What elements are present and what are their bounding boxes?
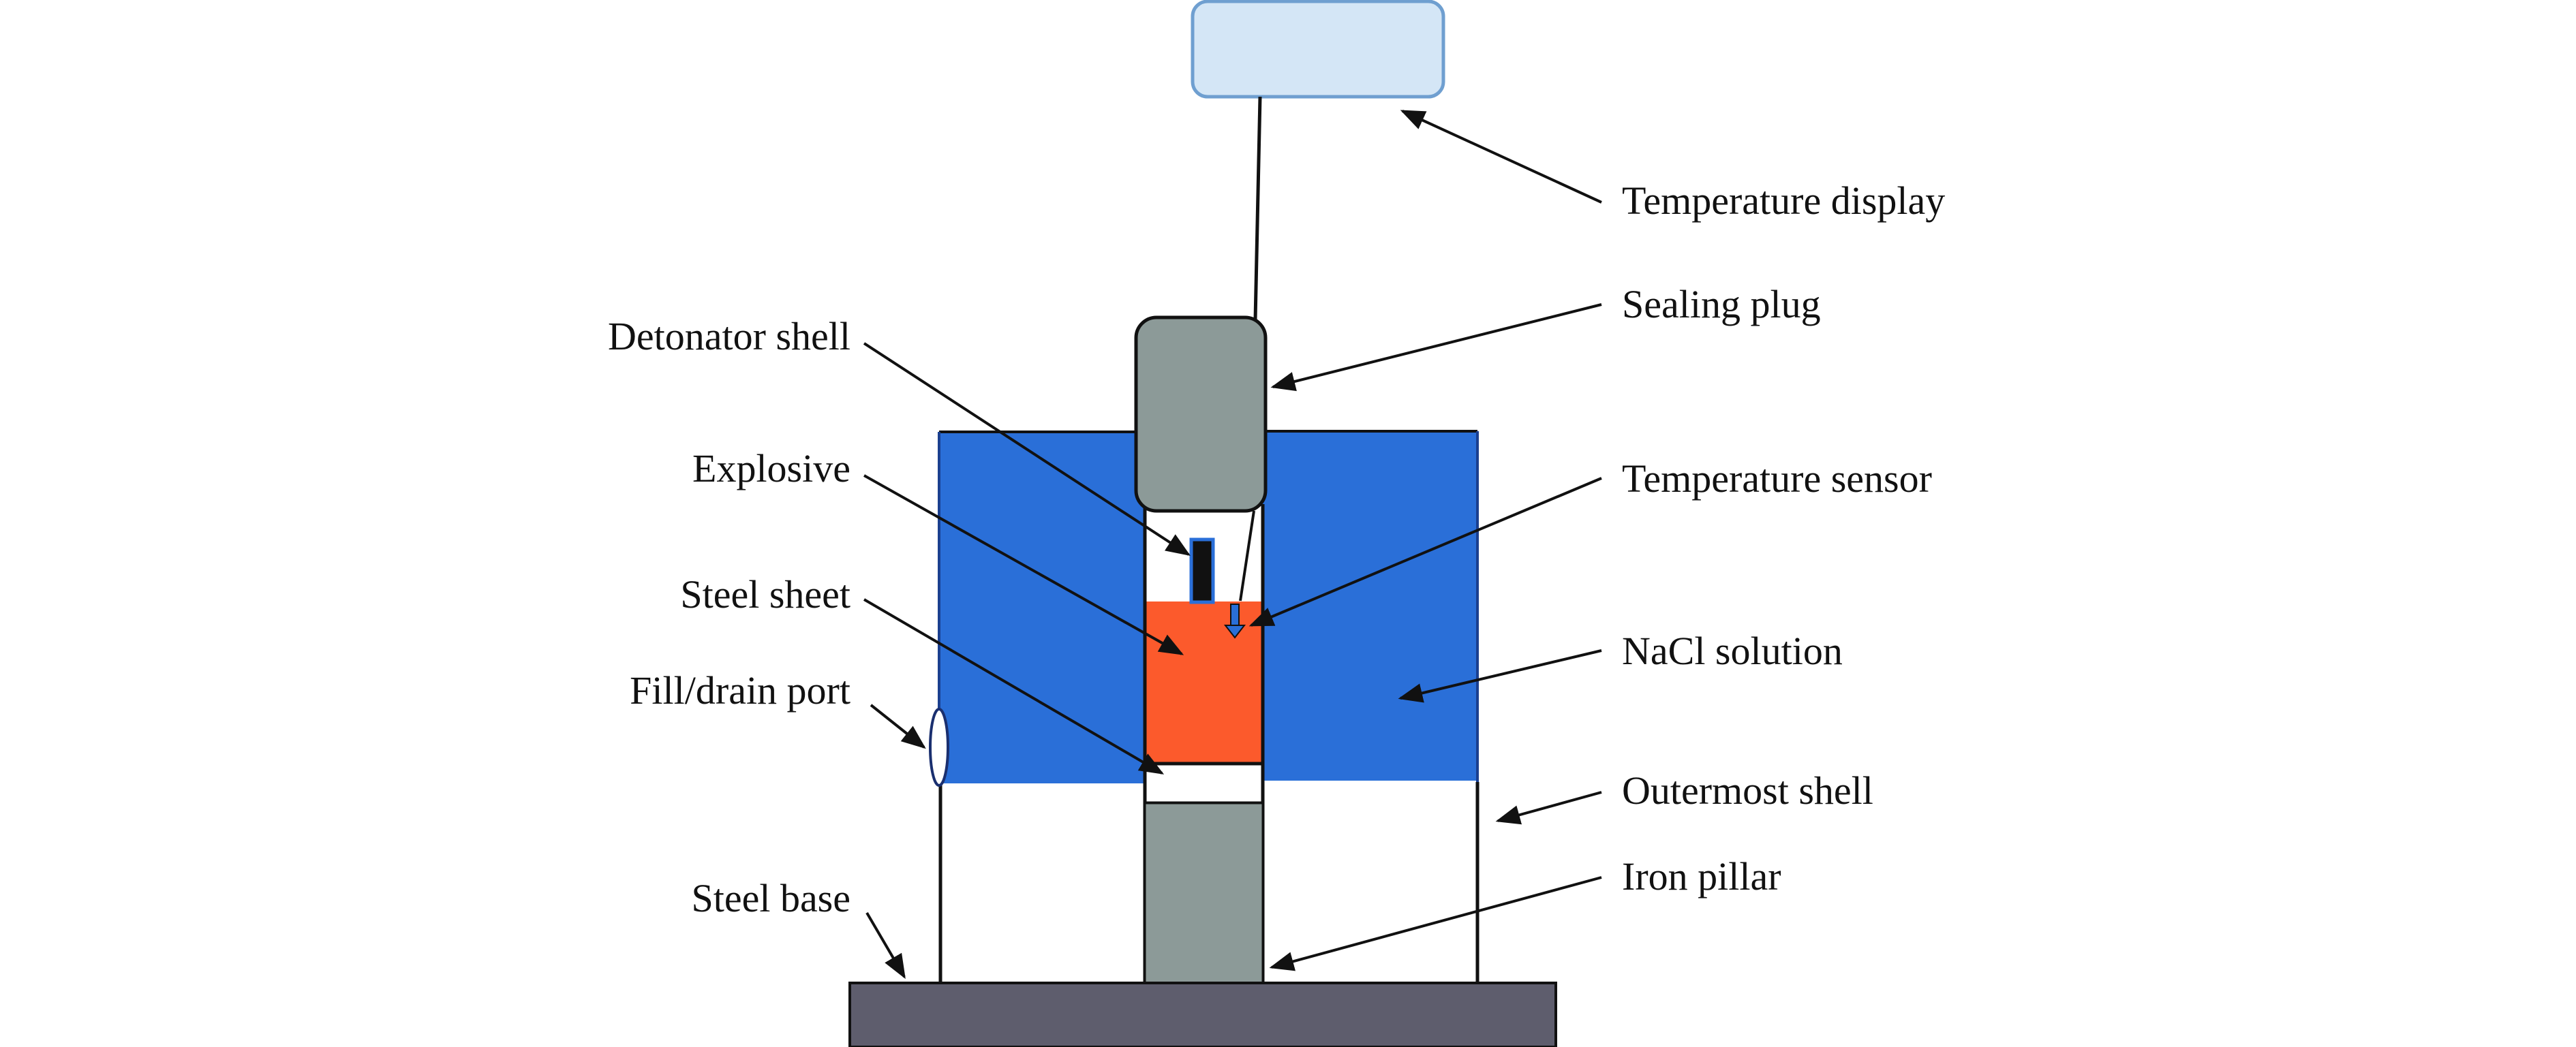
- temperature-sensor: [1230, 604, 1240, 628]
- steel-base: [848, 982, 1557, 1047]
- temperature-sensor-tip: [1223, 625, 1246, 639]
- iron-pillar: [1144, 802, 1264, 986]
- label-temperature-sensor: Temperature sensor: [1622, 456, 1932, 501]
- outermost-shell-arrow: [1495, 791, 1602, 825]
- nacl-solution-left: [939, 433, 1144, 783]
- nacl-solution-top-left: [939, 431, 1144, 437]
- nacl-solution-arrow: [1398, 649, 1602, 703]
- label-explosive: Explosive: [692, 446, 850, 490]
- label-fill-drain-port: Fill/drain port: [630, 668, 850, 713]
- label-steel-base: Steel base: [691, 876, 850, 920]
- label-steel-sheet: Steel sheet: [680, 572, 850, 616]
- explosive: [1145, 601, 1263, 765]
- sealing-plug-arrow: [1270, 303, 1602, 392]
- sealing-plug: [1134, 315, 1268, 513]
- label-iron-pillar: Iron pillar: [1622, 854, 1781, 898]
- temperature-display: [1191, 0, 1445, 99]
- detonator-shell-arrow: [863, 342, 1191, 556]
- detonator-shell: [1189, 537, 1215, 604]
- label-nacl-solution: NaCl solution: [1622, 629, 1843, 673]
- label-detonator-shell: Detonator shell: [608, 314, 850, 358]
- fill-drain-port-arrow: [870, 704, 926, 749]
- steel-sheet-arrow: [863, 598, 1165, 775]
- explosive-arrow: [863, 474, 1184, 655]
- fill-drain-port: [929, 708, 949, 787]
- steel-sheet: [1143, 762, 1265, 805]
- label-temperature-display: Temperature display: [1622, 178, 1945, 223]
- steel-base-arrow: [865, 911, 906, 980]
- sensor-wire: [1239, 510, 1255, 601]
- label-sealing-plug: Sealing plug: [1622, 282, 1821, 326]
- sensor-cable: [1253, 96, 1262, 321]
- iron-pillar-arrow: [1269, 876, 1602, 971]
- temperature-sensor-arrow: [1248, 477, 1602, 627]
- temperature-display-arrow: [1400, 110, 1602, 204]
- label-outermost-shell: Outermost shell: [1622, 768, 1873, 813]
